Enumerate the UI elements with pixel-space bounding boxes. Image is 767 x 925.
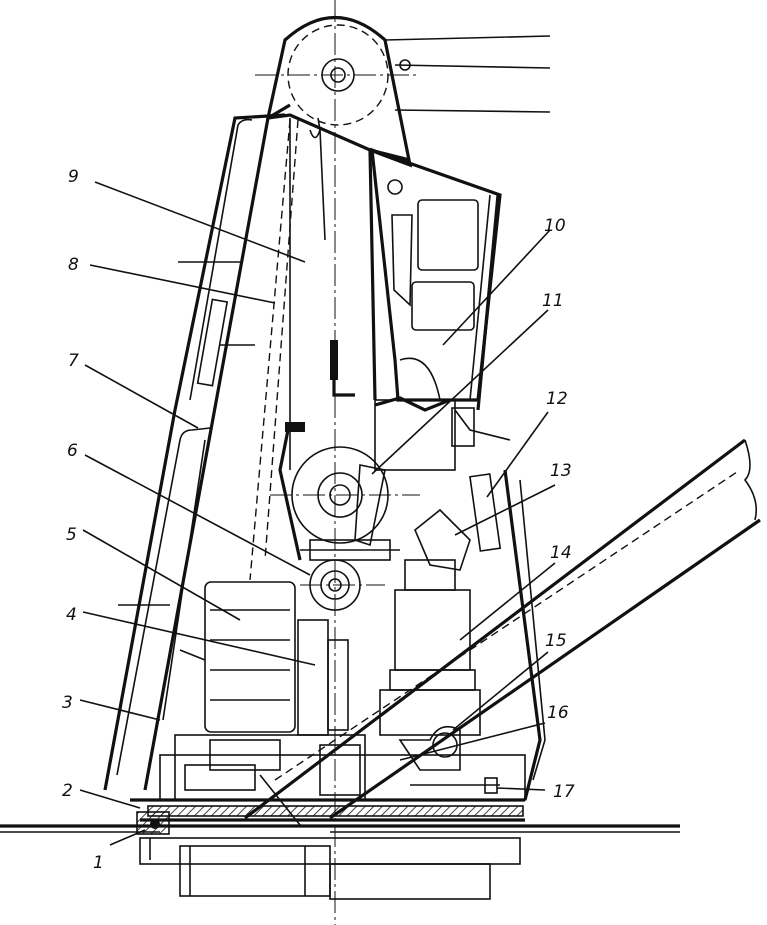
upper-arm-frame xyxy=(370,147,502,411)
drive-motor xyxy=(379,508,481,736)
mast-column xyxy=(143,103,411,791)
bracket-mechanism xyxy=(374,396,511,471)
side-panels xyxy=(196,298,502,552)
main-winch xyxy=(270,422,420,561)
label-1: 1 xyxy=(93,853,104,873)
inclined-boom xyxy=(244,438,761,826)
label-5: 5 xyxy=(66,525,77,545)
label-9: 9 xyxy=(68,167,79,187)
label-13: 13 xyxy=(550,461,572,481)
label-10: 10 xyxy=(544,216,566,236)
label-7: 7 xyxy=(68,351,79,371)
label-2: 2 xyxy=(62,781,73,801)
outer-housing xyxy=(103,113,546,801)
gear-wheel xyxy=(300,559,385,611)
frame-bottom xyxy=(130,734,526,802)
label-14: 14 xyxy=(550,543,572,563)
label-8: 8 xyxy=(68,255,79,275)
label-12: 12 xyxy=(546,389,568,409)
label-11: 11 xyxy=(542,291,564,311)
ground-line xyxy=(0,824,680,833)
callout-labels: 1 2 3 4 5 6 7 8 9 10 11 12 13 14 15 16 1… xyxy=(62,167,575,873)
hoist-ropes xyxy=(249,119,299,581)
foundation-base xyxy=(139,837,521,900)
label-15: 15 xyxy=(545,631,567,651)
label-16: 16 xyxy=(547,703,569,723)
label-3: 3 xyxy=(62,693,73,713)
leader-lines xyxy=(79,181,556,846)
spring-rod xyxy=(330,340,355,397)
turntable-ring xyxy=(136,805,525,835)
label-6: 6 xyxy=(67,441,78,461)
rope-drum xyxy=(179,581,349,736)
label-17: 17 xyxy=(553,782,575,802)
label-4: 4 xyxy=(66,605,77,625)
top-pulley-head xyxy=(255,15,551,168)
